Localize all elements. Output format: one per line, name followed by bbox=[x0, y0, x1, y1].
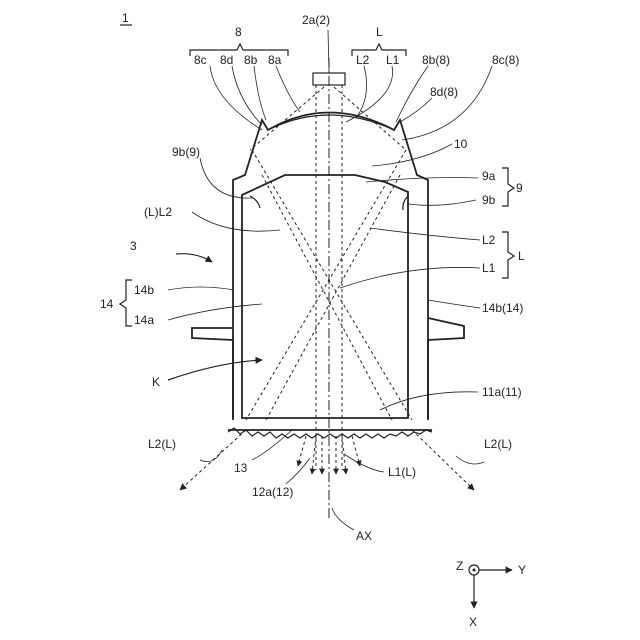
leader-l2-top bbox=[356, 66, 367, 118]
ray-l2-cross-left bbox=[266, 175, 400, 420]
leader-2a bbox=[328, 30, 329, 72]
label-l-mid: L bbox=[518, 249, 525, 263]
label-l1l: L1(L) bbox=[388, 465, 416, 479]
label-y: Y bbox=[518, 563, 526, 577]
figure-number: 1 bbox=[122, 11, 129, 25]
brace-9 bbox=[502, 168, 514, 206]
right-flange bbox=[428, 318, 464, 340]
leader-l2l-left bbox=[200, 450, 222, 462]
label-8a: 8a bbox=[268, 53, 282, 67]
label-k: K bbox=[152, 375, 160, 389]
ray-l2-left-upper bbox=[250, 87, 324, 150]
leader-14b14 bbox=[428, 300, 480, 308]
label-x: X bbox=[469, 615, 477, 629]
ray-l2-right-upper bbox=[334, 87, 406, 150]
label-l-l2: (L)L2 bbox=[144, 205, 172, 219]
arrow-k bbox=[168, 360, 262, 380]
label-l2-mid: L2 bbox=[482, 233, 496, 247]
label-3: 3 bbox=[130, 239, 137, 253]
leader-ax bbox=[332, 508, 354, 530]
ray-l2-cross-right bbox=[262, 175, 392, 420]
label-13: 13 bbox=[234, 461, 248, 475]
leader-14b bbox=[168, 287, 234, 290]
leader-12a bbox=[286, 458, 310, 484]
label-l2l-right: L2(L) bbox=[484, 437, 512, 451]
ray-l2-diag-right bbox=[252, 150, 412, 420]
inner-cavity-k bbox=[242, 175, 408, 418]
label-l1-top: L1 bbox=[386, 53, 400, 67]
leader-8b-left bbox=[254, 66, 266, 120]
leader-l1-mid bbox=[340, 267, 480, 288]
label-9b-right: 9b bbox=[482, 193, 496, 207]
leader-l1-top bbox=[346, 66, 393, 122]
label-14: 14 bbox=[100, 297, 114, 311]
label-11a11: 11a(11) bbox=[482, 385, 522, 399]
ray-out-l1-1 bbox=[312, 436, 316, 474]
label-8b8: 8b(8) bbox=[422, 53, 450, 67]
label-2a: 2a(2) bbox=[302, 13, 330, 27]
label-8c-left: 8c bbox=[194, 53, 207, 67]
label-l1-mid: L1 bbox=[482, 261, 496, 275]
label-14a: 14a bbox=[134, 313, 154, 327]
label-14b14: 14b(14) bbox=[482, 301, 523, 315]
leader-8c8 bbox=[402, 66, 492, 140]
leader-8d-left bbox=[232, 66, 262, 125]
leader-9b9-left bbox=[200, 158, 252, 198]
leader-10 bbox=[372, 144, 452, 166]
leader-l2-mid bbox=[370, 228, 480, 240]
label-l2-top: L2 bbox=[356, 53, 370, 67]
lens-lower-body bbox=[233, 340, 428, 418]
label-10: 10 bbox=[454, 137, 468, 151]
ray-l2-diag-left bbox=[246, 150, 406, 420]
leader-l-l2 bbox=[192, 212, 280, 231]
label-ax: AX bbox=[356, 529, 372, 543]
label-9-right: 9 bbox=[516, 181, 523, 195]
leader-8c-left bbox=[210, 66, 262, 130]
label-z: Z bbox=[456, 559, 463, 573]
label-8b-left: 8b bbox=[244, 53, 258, 67]
left-flange bbox=[192, 328, 233, 340]
brace-14 bbox=[120, 280, 132, 326]
lens-outer-body bbox=[233, 113, 428, 421]
arrow-3 bbox=[176, 254, 212, 262]
label-8d-left: 8d bbox=[220, 53, 233, 67]
label-8d8: 8d(8) bbox=[430, 85, 458, 99]
leader-11a bbox=[380, 392, 478, 410]
label-9b9-left: 9b(9) bbox=[172, 145, 200, 159]
label-8: 8 bbox=[235, 25, 242, 39]
leader-14a bbox=[168, 304, 262, 320]
brace-l-mid bbox=[502, 232, 514, 278]
label-9a: 9a bbox=[482, 169, 496, 183]
leader-l1l bbox=[344, 454, 384, 472]
ray-out-l2-right bbox=[412, 430, 474, 490]
ray-out-l1-5 bbox=[298, 436, 306, 466]
label-14b: 14b bbox=[134, 283, 154, 297]
label-12a12: 12a(12) bbox=[252, 485, 293, 499]
leader-8a bbox=[276, 66, 300, 112]
leader-8d8 bbox=[400, 98, 432, 122]
leader-8b8 bbox=[396, 66, 428, 122]
label-l-top: L bbox=[376, 25, 383, 39]
leader-l2l-right bbox=[456, 456, 484, 464]
label-8c8: 8c(8) bbox=[492, 53, 519, 67]
z-axis-dot bbox=[473, 569, 476, 572]
label-l2l-left: L2(L) bbox=[148, 437, 176, 451]
leader-9b-right bbox=[408, 200, 476, 205]
